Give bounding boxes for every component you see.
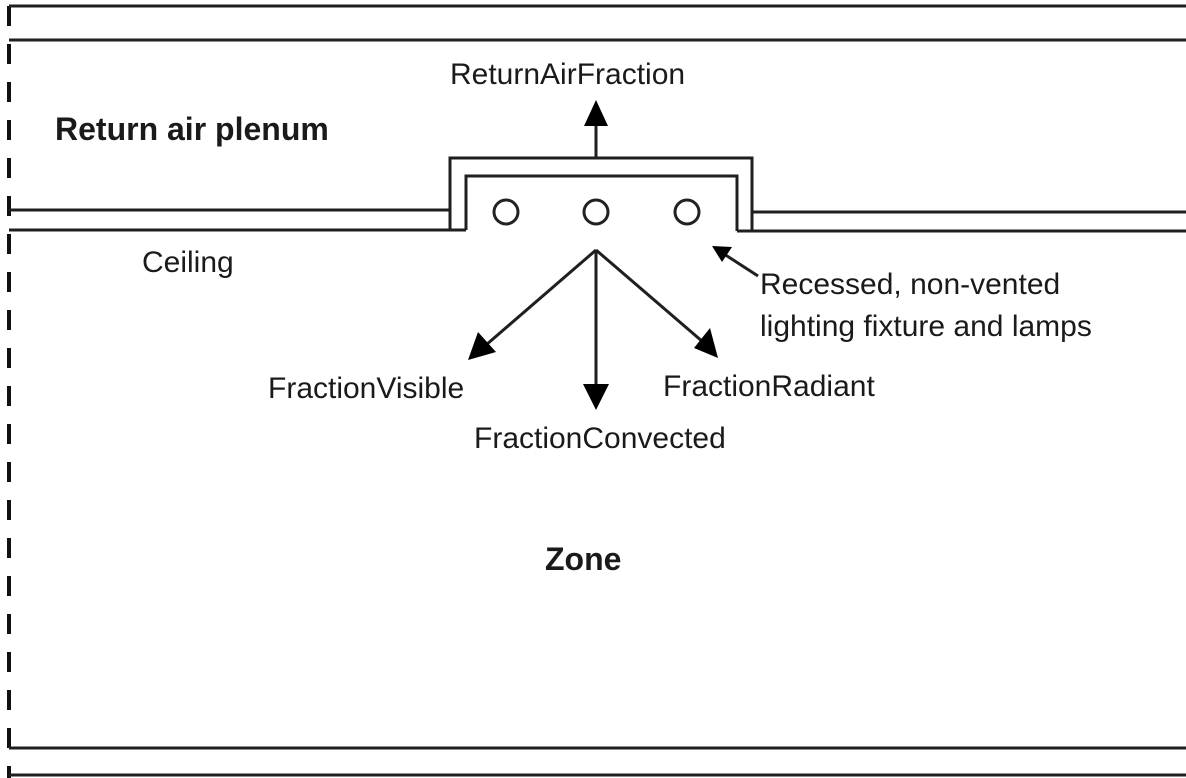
lamp-1: [492, 198, 520, 226]
fixture-inner: [464, 174, 739, 231]
fraction-radiant-arrow-head: [694, 328, 718, 358]
lamp-2: [582, 198, 610, 226]
lamp-3: [673, 198, 701, 226]
fraction-radiant-arrow-shaft: [595, 248, 704, 344]
boundaries: [7, 4, 1186, 778]
fixture-pointer-arrow: [712, 246, 759, 278]
zone-label: Zone: [545, 541, 621, 577]
fixture-outer: [448, 156, 754, 231]
labels: Return air plenum ReturnAirFraction Ceil…: [55, 58, 1092, 577]
lamps: [492, 198, 701, 226]
fixture-pointer-head: [712, 246, 732, 262]
plenum-label: Return air plenum: [55, 111, 329, 147]
fixture-note-line2: lighting fixture and lamps: [760, 310, 1092, 343]
return-air-fraction-label: ReturnAirFraction: [450, 58, 685, 91]
fraction-radiant-label: FractionRadiant: [663, 370, 875, 403]
fraction-convected-label: FractionConvected: [474, 422, 726, 455]
fixture-pointer-shaft: [723, 252, 759, 278]
fraction-arrows: [468, 248, 718, 410]
return-air-arrow-head: [584, 100, 608, 126]
fraction-visible-arrow-head: [468, 332, 496, 360]
ceiling: [9, 208, 1186, 233]
ceiling-label: Ceiling: [142, 246, 234, 279]
fixture-note-line1: Recessed, non-vented: [760, 268, 1060, 301]
return-air-arrow: [584, 100, 608, 158]
fraction-visible-arrow-shaft: [485, 248, 597, 347]
fraction-convected-arrow-head: [583, 384, 609, 410]
fraction-visible-label: FractionVisible: [268, 372, 464, 405]
fixture-housing: [448, 156, 754, 233]
